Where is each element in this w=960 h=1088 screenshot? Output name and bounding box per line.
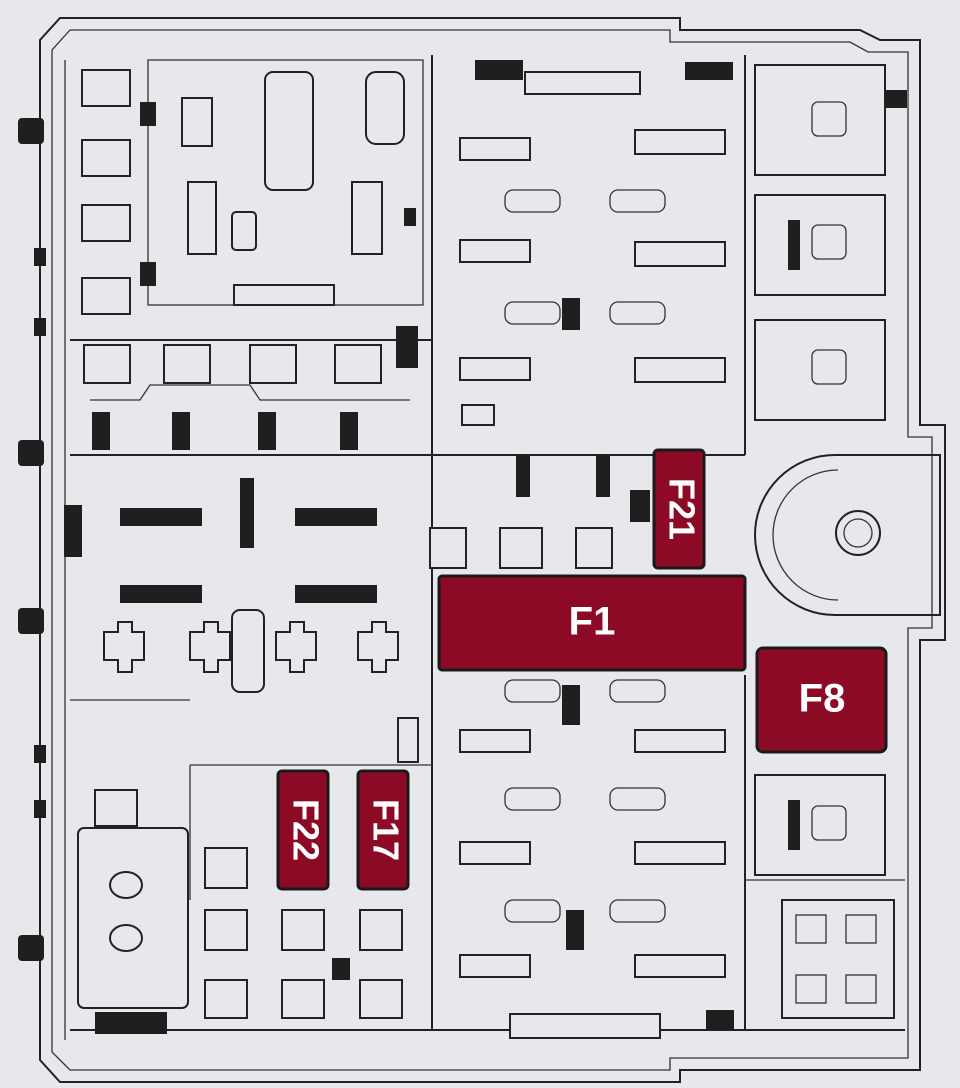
fuse-f22: F22 [276, 769, 330, 891]
lower-center-fuse-slots [459, 679, 734, 1039]
fuse-f17-label: F17 [365, 799, 406, 861]
fuse-f22-label: F22 [285, 799, 326, 861]
fuse-f8-label: F8 [799, 677, 846, 721]
fuse-box-housing [39, 17, 946, 1083]
top-left-relay-area [140, 59, 424, 306]
left-column-connectors [81, 69, 418, 450]
fuse-f21: F21 [652, 448, 706, 570]
fuse-f1-label: F1 [569, 600, 616, 644]
right-column-relays [754, 64, 907, 1019]
fuse-f8: F8 [755, 646, 888, 754]
left-mounting-tabs [18, 118, 46, 961]
fuse-f21-label: F21 [661, 478, 702, 540]
fuse-f1: F1 [437, 574, 747, 672]
center-fuse-slots [429, 60, 733, 569]
middle-left-relay-area [64, 478, 419, 763]
fuse-f17: F17 [356, 769, 410, 891]
bolt-stud [754, 454, 941, 616]
bottom-left-connector-area [77, 789, 403, 1034]
